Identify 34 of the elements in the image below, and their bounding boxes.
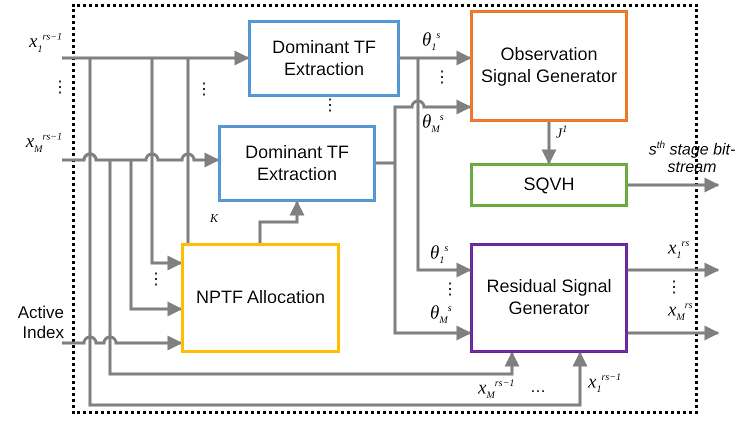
arrow — [400, 56, 472, 278]
process-box — [181, 243, 340, 353]
ellipsis: ⋮ — [52, 80, 68, 96]
ellipsis: ⋮ — [434, 70, 450, 86]
arrow — [62, 152, 520, 376]
ellipsis: … — [530, 380, 546, 396]
arrow — [542, 122, 556, 164]
arrow — [376, 162, 472, 340]
process-box — [470, 243, 628, 353]
ellipsis: ⋮ — [666, 280, 682, 296]
edge-label: J$^{1}$ — [556, 124, 568, 142]
ellipsis: ⋮ — [322, 98, 338, 114]
arrow — [62, 336, 182, 350]
box-label: Residual Signal Generator — [485, 276, 613, 320]
arrow — [628, 262, 720, 278]
arrow — [258, 200, 304, 243]
edge-label: s$^{th}$ stage bit-stream — [648, 140, 736, 177]
box-label: Dominant TF Extraction — [244, 142, 350, 186]
input-label: Active Index — [16, 303, 64, 343]
box-label: NPTF Allocation — [196, 287, 326, 309]
ellipsis: ⋮ — [196, 82, 212, 98]
box-label: SQVH — [523, 174, 574, 196]
process-box — [470, 163, 628, 207]
arrow — [628, 326, 720, 340]
process-box — [470, 10, 628, 122]
ellipsis: ⋮ — [148, 272, 164, 288]
box-label: Observation Signal Generator — [480, 44, 618, 88]
edge-label: K — [210, 212, 218, 226]
ellipsis: ⋮ — [442, 282, 458, 298]
box-label: Dominant TF Extraction — [271, 36, 377, 80]
arrow — [628, 178, 720, 192]
process-box — [218, 125, 376, 202]
process-box — [248, 20, 400, 97]
arrow — [62, 56, 588, 406]
